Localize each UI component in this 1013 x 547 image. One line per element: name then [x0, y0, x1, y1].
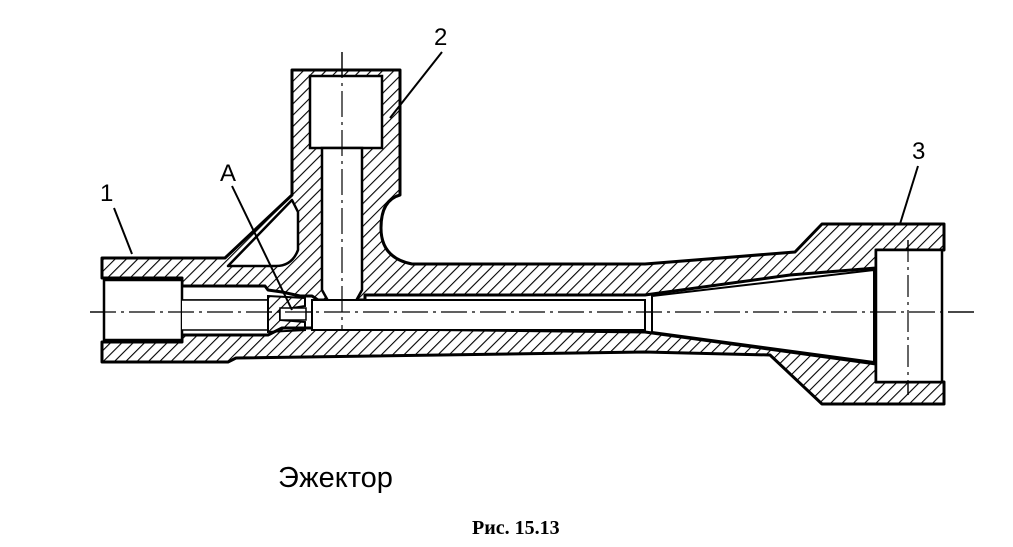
leader-3: [899, 165, 919, 225]
rib-opening: [226, 198, 300, 268]
leader-1: [113, 207, 133, 255]
figure-number: Рис. 15.13: [472, 517, 560, 539]
leader-a: [231, 185, 293, 311]
mixing-chamber: [311, 299, 646, 331]
label-a: A: [220, 160, 237, 187]
leader-2: [389, 51, 443, 119]
diffuser: [651, 268, 875, 364]
label-2: 2: [434, 24, 448, 51]
label-3: 3: [912, 138, 926, 165]
caption-title: Эжектор: [278, 462, 393, 494]
label-1: 1: [100, 180, 114, 207]
